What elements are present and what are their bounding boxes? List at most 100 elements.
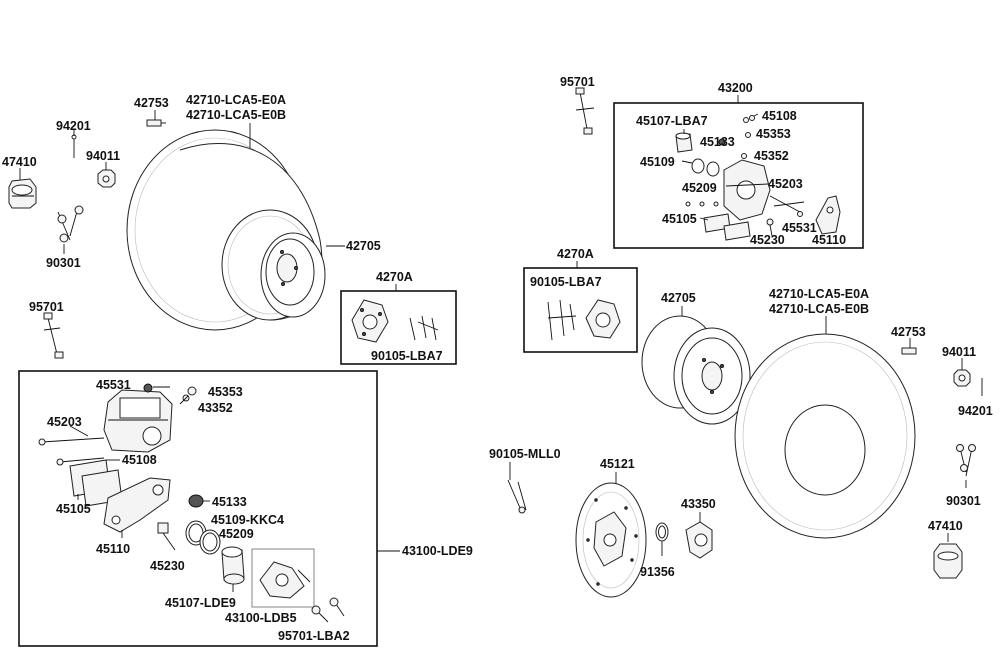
- label-45209-right: 45209: [682, 181, 717, 195]
- label-45121: 45121: [600, 457, 635, 471]
- bleeder-cap-left: [143, 383, 153, 393]
- label-45107-lba7: 45107-LBA7: [636, 114, 708, 128]
- label-95701-right: 95701: [560, 75, 595, 89]
- label-45133-left: 45133: [212, 495, 247, 509]
- label-tire-left-b: 42710-LCA5-E0B: [186, 108, 286, 122]
- caliper-body-left: [103, 389, 173, 453]
- small-screws-right: [685, 201, 719, 207]
- piston-seals-left: [185, 520, 221, 555]
- label-95701-left: 95701: [29, 300, 64, 314]
- label-45109-kkc4: 45109-KKC4: [211, 513, 284, 527]
- caliper-box-left: [18, 370, 378, 647]
- boot-45230-left: [157, 522, 176, 551]
- valve-stem-left: [146, 119, 166, 127]
- bolt-95701-left: [43, 312, 64, 359]
- label-4270A-left: 4270A: [376, 270, 413, 284]
- hub-box-right-group: 4270A 90105-LBA7: [523, 247, 638, 353]
- label-4270A-right: 4270A: [557, 247, 594, 261]
- label-43352-left: 43352: [198, 401, 233, 415]
- bolt-set-right: [956, 444, 976, 477]
- label-47410-left: 47410: [2, 155, 37, 169]
- label-45353-right: 45353: [756, 127, 791, 141]
- label-90301-left: 90301: [46, 256, 81, 270]
- label-45531-right: 45531: [782, 221, 817, 235]
- label-43100-ldb5: 43100-LDB5: [225, 611, 297, 625]
- rim-right: [641, 315, 751, 425]
- rim-left: [260, 232, 326, 318]
- label-45109-right: 45109: [640, 155, 675, 169]
- caliper-body-right: [723, 159, 771, 221]
- brake-pads-right: [703, 213, 751, 241]
- label-45230-right: 45230: [750, 233, 785, 247]
- label-45105-right: 45105: [662, 212, 697, 226]
- hub-right: [585, 299, 621, 339]
- hub-box-right: [523, 267, 638, 353]
- caliper-bracket-left: [103, 477, 171, 533]
- left-wheel-group: 47410 94201 94011 90301: [2, 93, 457, 365]
- label-47410-right: 47410: [928, 519, 963, 533]
- label-90105-lba7-right: 90105-LBA7: [530, 275, 602, 289]
- bleeder-parts-right: [718, 113, 759, 159]
- caliper-bracket-right: [815, 195, 841, 235]
- label-45108-left: 45108: [122, 453, 157, 467]
- label-42705-right: 42705: [661, 291, 696, 305]
- brake-disc: [575, 482, 647, 598]
- label-45133-right: 45133: [700, 135, 735, 149]
- label-42753-right: 42753: [891, 325, 926, 339]
- label-45110-right: 45110: [812, 233, 846, 247]
- label-94011-left: 94011: [86, 149, 120, 163]
- label-45209-left: 45209: [219, 527, 254, 541]
- label-45105-left: 45105: [56, 502, 91, 516]
- label-90301-right: 90301: [946, 494, 981, 508]
- boot-45230-right: [766, 218, 774, 237]
- label-45353-left: 45353: [208, 385, 243, 399]
- label-90105-lba7-left: 90105-LBA7: [371, 349, 443, 363]
- o-ring-91356: [655, 522, 669, 542]
- wheel-nut-cap-right: [933, 543, 963, 579]
- castle-nut-left: [97, 169, 116, 188]
- label-43350: 43350: [681, 497, 716, 511]
- disc-group: 90105-MLL0 45121 91356 43350: [489, 447, 716, 598]
- label-45110-left: 45110: [96, 542, 130, 556]
- valve-stem-right: [901, 347, 917, 355]
- label-45203-left: 45203: [47, 415, 82, 429]
- bolts-90105-mll0: [507, 479, 527, 514]
- hub-bolts-right: [547, 299, 577, 341]
- tire-right: [734, 333, 916, 539]
- label-94201-left: 94201: [56, 119, 91, 133]
- bolt-95701-right: [575, 87, 595, 135]
- bolts-95701-lba2: [311, 597, 345, 623]
- label-45230-left: 45230: [150, 559, 185, 573]
- right-wheel-group: 42705 42710-LCA5-E0A 42710-LCA5-E0B 4275…: [641, 287, 993, 579]
- label-tire-right-a: 42710-LCA5-E0A: [769, 287, 869, 301]
- label-43100-lde9: 43100-LDE9: [402, 544, 473, 558]
- caliper-box-right: [613, 102, 864, 249]
- hub-left: [351, 299, 389, 343]
- caliper-piston-left: [221, 546, 245, 585]
- pin-bolts-left: [38, 437, 105, 466]
- label-tire-right-b: 42710-LCA5-E0B: [769, 302, 869, 316]
- caliper-box-right-group: 95701 43200 45107-LBA7 45108 45133 45353…: [560, 75, 864, 249]
- label-43200: 43200: [718, 81, 753, 95]
- caliper-box-left-group: 43100-LDE9 45531 45353 43352 45203: [18, 370, 473, 647]
- label-45108-right: 45108: [762, 109, 797, 123]
- piston-seals-right: [691, 158, 720, 177]
- bleeder-cap-right: [797, 211, 803, 217]
- hub-box-left: [340, 290, 457, 365]
- label-45203-right: 45203: [768, 177, 803, 191]
- label-45352-right: 45352: [754, 149, 789, 163]
- label-45107-lde9: 45107-LDE9: [165, 596, 236, 610]
- pin-bolts-right: [769, 195, 805, 213]
- bolt-set-left: [57, 205, 84, 243]
- sub-box-43100-ldb5: [251, 548, 315, 608]
- label-90105-mll0: 90105-MLL0: [489, 447, 561, 461]
- cotter-pin-left: [71, 134, 77, 158]
- label-42753-left: 42753: [134, 96, 169, 110]
- label-tire-left-a: 42710-LCA5-E0A: [186, 93, 286, 107]
- caliper-piston-right: [675, 132, 693, 153]
- hub-bolts-left: [409, 315, 439, 341]
- knuckle-43350: [685, 521, 713, 559]
- bleeder-screw-left: [179, 386, 197, 405]
- label-94011-right: 94011: [942, 345, 976, 359]
